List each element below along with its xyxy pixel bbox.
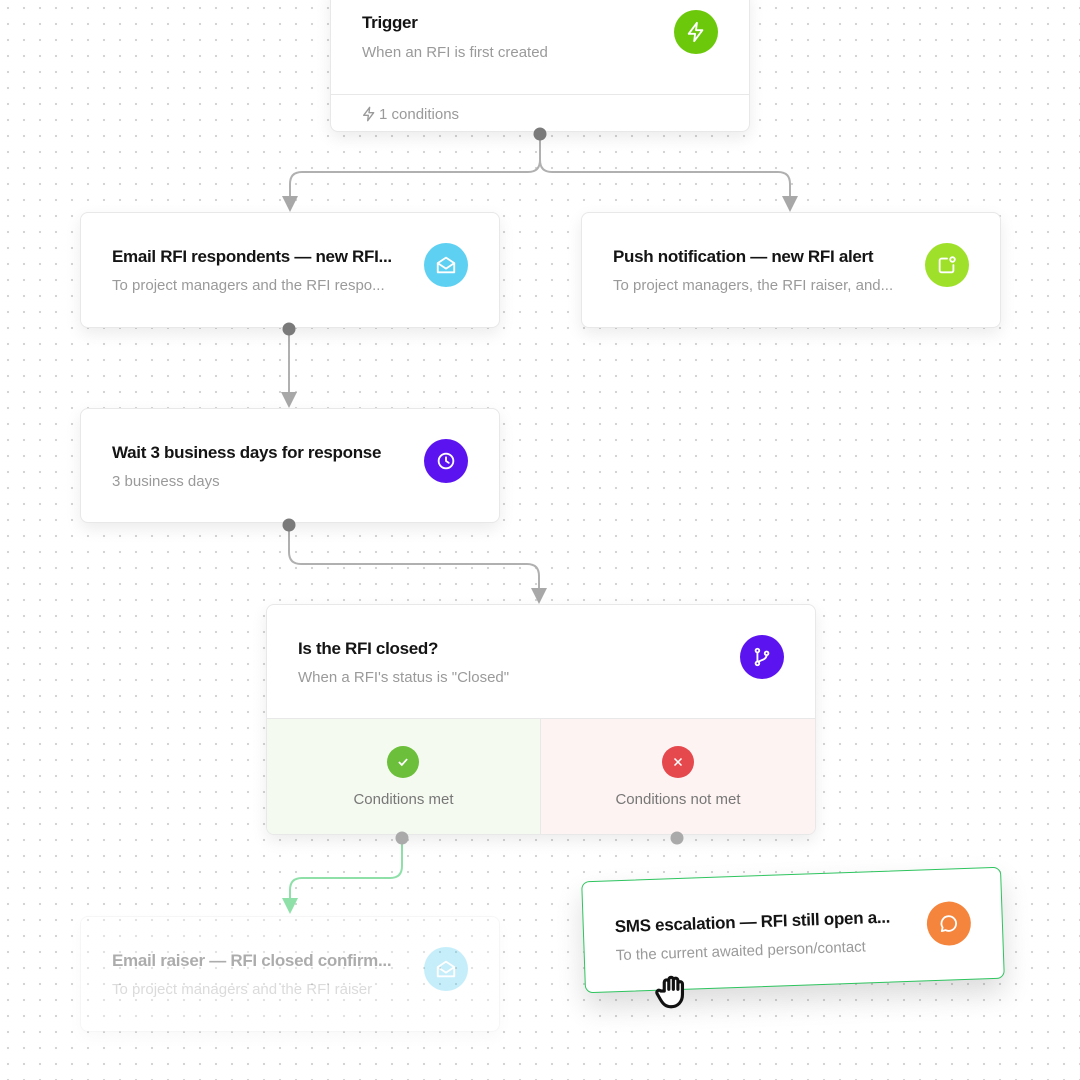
wait-subtitle: 3 business days	[112, 473, 220, 490]
push-notification-card[interactable]: Push notification — new RFI alert To pro…	[581, 212, 1001, 328]
trigger-card[interactable]: Trigger When an RFI is first created 1 c…	[330, 0, 750, 132]
connector	[539, 134, 798, 212]
connector	[282, 838, 403, 914]
trigger-title: Trigger	[362, 13, 418, 32]
conditions-footer[interactable]: 1 conditions	[361, 105, 459, 123]
lightning-icon	[674, 10, 718, 54]
connector	[288, 525, 547, 604]
check-icon	[387, 746, 419, 778]
trigger-output-handle[interactable]	[533, 127, 547, 141]
trigger-subtitle: When an RFI is first created	[362, 44, 548, 61]
conditions-met-label: Conditions met	[353, 791, 454, 808]
wait-card[interactable]: Wait 3 business days for response 3 busi…	[80, 408, 500, 523]
lightning-outline-icon	[363, 106, 375, 122]
condition-title: Is the RFI closed?	[298, 639, 439, 658]
not-met-output-handle[interactable]	[670, 831, 684, 845]
push-title: Push notification — new RFI alert	[613, 247, 874, 266]
email-raiser-subtitle: To project managers and the RFI raiser	[112, 981, 373, 998]
envelope-icon	[424, 947, 468, 991]
chat-bubble-icon	[926, 900, 972, 947]
connector	[282, 134, 541, 212]
sms-title: SMS escalation — RFI still open a...	[614, 907, 891, 937]
email-raiser-card[interactable]: Email raiser — RFI closed confirm... To …	[80, 916, 500, 1032]
condition-card[interactable]: Is the RFI closed? When a RFI's status i…	[266, 604, 816, 835]
notification-icon	[925, 243, 969, 287]
grab-cursor-icon	[655, 975, 685, 1009]
sms-escalation-card[interactable]: SMS escalation — RFI still open a... To …	[581, 866, 1005, 994]
email-respondents-card[interactable]: Email RFI respondents — new RFI... To pr…	[80, 212, 500, 328]
email-raiser-title: Email raiser — RFI closed confirm...	[112, 951, 392, 970]
sms-subtitle: To the current awaited person/contact	[615, 938, 867, 965]
wait-output-handle[interactable]	[282, 518, 296, 532]
conditions-not-met-label: Conditions not met	[615, 791, 741, 808]
conditions-count: 1 conditions	[379, 105, 460, 123]
branch-conditions-met[interactable]: Conditions met	[267, 718, 541, 834]
envelope-icon	[424, 243, 468, 287]
branch-icon	[740, 635, 784, 679]
met-output-handle[interactable]	[395, 831, 409, 845]
condition-subtitle: When a RFI's status is "Closed"	[298, 669, 510, 686]
push-subtitle: To project managers, the RFI raiser, and…	[613, 277, 894, 294]
email-respondents-output-handle[interactable]	[282, 322, 296, 336]
branch-conditions-not-met[interactable]: Conditions not met	[541, 718, 815, 834]
email-respondents-subtitle: To project managers and the RFI respo...	[112, 277, 385, 294]
email-respondents-title: Email RFI respondents — new RFI...	[112, 247, 392, 266]
clock-icon	[424, 439, 468, 483]
x-icon	[662, 746, 694, 778]
wait-title: Wait 3 business days for response	[112, 443, 382, 462]
